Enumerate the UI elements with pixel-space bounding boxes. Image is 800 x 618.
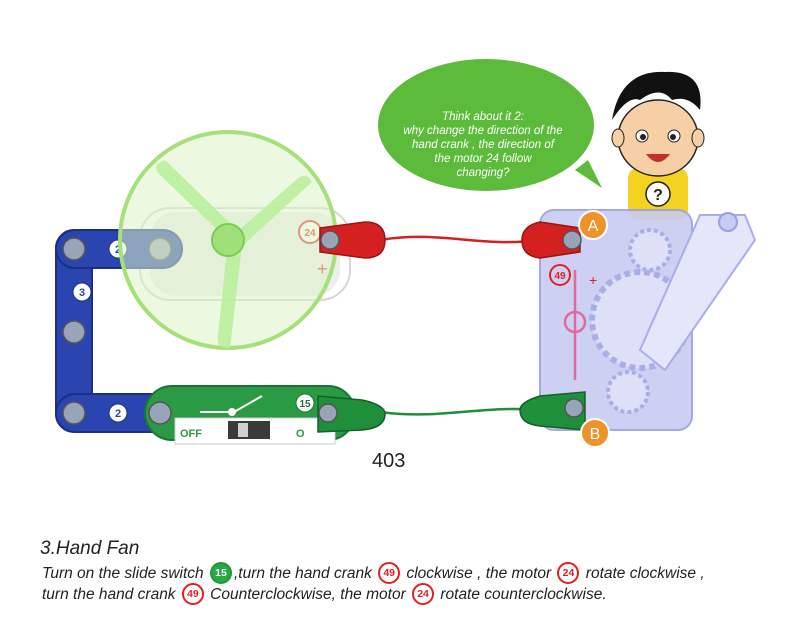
green-clip-crank xyxy=(519,391,586,431)
slide-switch: OFF O 15 xyxy=(144,385,356,445)
snap-2-top-label: 2 xyxy=(115,244,121,256)
red-clip-motor xyxy=(319,221,386,259)
instruction-text: clockwise , the motor xyxy=(402,565,556,583)
switch-off-label: OFF xyxy=(180,428,202,440)
bubble-line: Think about it 2: xyxy=(442,111,524,123)
switch-badge: 15 xyxy=(209,562,232,584)
bubble-line: hand crank , the direction of xyxy=(412,139,554,151)
instruction-text: rotate clockwise , xyxy=(581,565,705,583)
instruction-text: ,turn the hand crank xyxy=(233,565,377,583)
green-clip-switch xyxy=(317,395,386,433)
motor-badge: 24 xyxy=(557,562,580,584)
bubble-text: Think about it 2: why change the directi… xyxy=(398,110,568,180)
question-mark-icon: ? xyxy=(653,187,663,204)
green-wire xyxy=(379,407,541,416)
instruction-text: Turn on the slide switch xyxy=(42,565,208,583)
snap-2-bottom-label: 2 xyxy=(115,408,121,420)
bubble-line: why change the direction of the xyxy=(403,125,563,137)
switch-on-label: O xyxy=(296,428,305,440)
instruction-line-2: turn the hand crank 49 Counterclockwise,… xyxy=(42,583,607,607)
bubble-line: the motor 24 follow xyxy=(434,153,532,165)
motor-badge: 24 xyxy=(412,583,435,605)
fan-blade xyxy=(118,130,338,350)
instruction-text: rotate counterclockwise. xyxy=(436,586,607,604)
cartoon-boy: ? xyxy=(611,71,705,220)
crank-id-label: 49 xyxy=(554,271,566,282)
bubble-line: changing? xyxy=(456,167,510,179)
instruction-text: Counterclockwise, the motor xyxy=(205,586,411,604)
terminal-a: A xyxy=(578,210,608,240)
red-wire xyxy=(379,235,541,244)
crank-badge: 49 xyxy=(378,562,401,584)
terminal-b-label: B xyxy=(590,426,601,443)
page-number: 403 xyxy=(372,450,406,472)
terminal-b: B xyxy=(580,418,610,448)
terminal-a-label: A xyxy=(588,218,599,235)
snap-3-label: 3 xyxy=(79,287,85,299)
instruction-text: turn the hand crank xyxy=(42,586,180,604)
crank-plus-label: + xyxy=(589,272,597,288)
speech-bubble xyxy=(374,55,602,195)
section-title: 3.Hand Fan xyxy=(40,538,140,559)
instruction-line-1: Turn on the slide switch 15,turn the han… xyxy=(42,562,705,586)
hand-crank: 49 + xyxy=(539,209,757,431)
circuit-diagram: ? 49 + 24 + xyxy=(55,55,757,448)
switch-id-label: 15 xyxy=(299,399,311,410)
red-clip-crank xyxy=(521,221,582,259)
crank-badge: 49 xyxy=(181,583,204,605)
